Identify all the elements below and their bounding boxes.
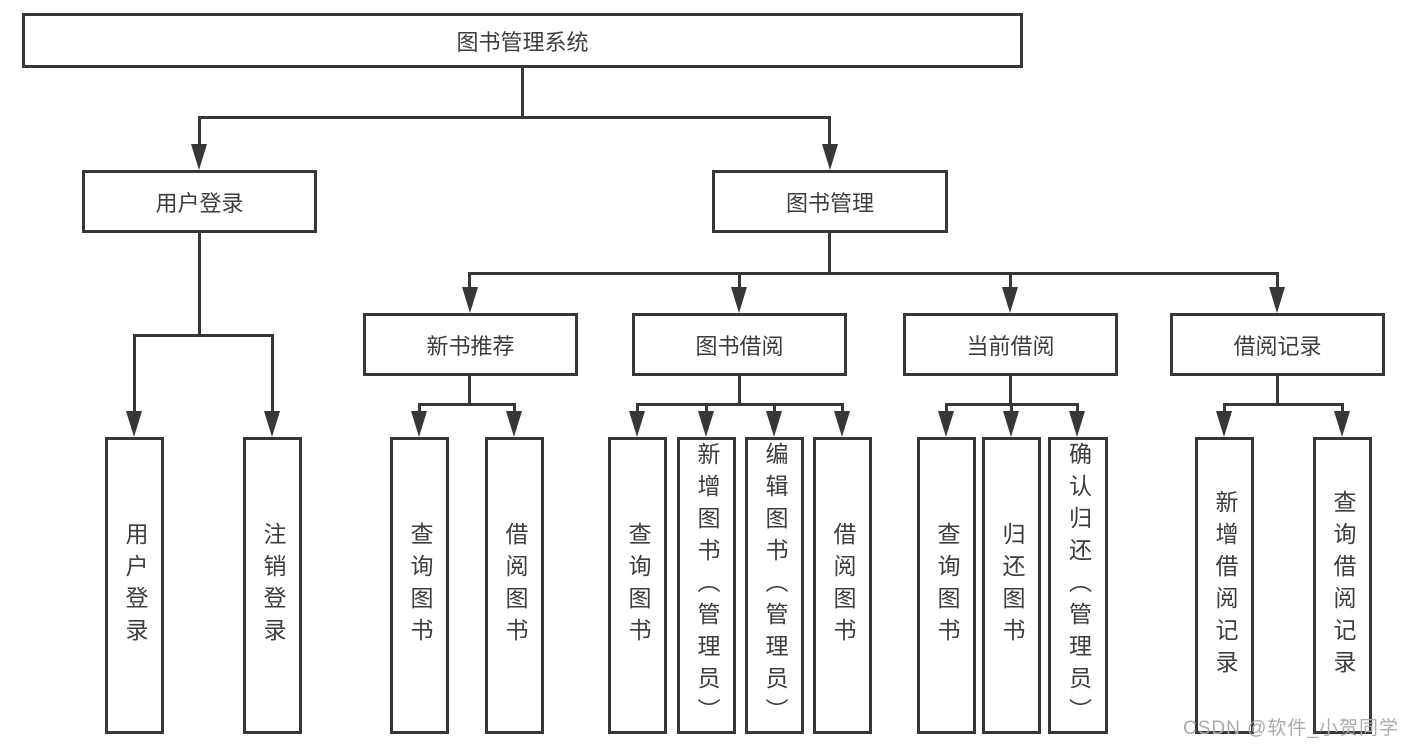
leaf-confirm-return-admin: 确认归还（管理员） (1048, 437, 1108, 734)
node-book-borrow: 图书借阅 (632, 313, 847, 376)
node-book-management: 图书管理 (712, 170, 948, 233)
arrow-down-icon (1216, 411, 1232, 437)
arrow-down-icon (766, 411, 782, 437)
leaf-query-borrow-record-label: 查询借阅记录 (1330, 489, 1356, 682)
node-borrow-records: 借阅记录 (1170, 313, 1385, 376)
watermark: CSDN @软件_小贺同学 (1183, 718, 1399, 739)
line (1076, 403, 1079, 412)
leaf-borrow-books-1: 借阅图书 (485, 437, 544, 734)
leaf-confirm-return-admin-label: 确认归还（管理员） (1065, 441, 1092, 730)
line (945, 403, 948, 412)
line (1223, 403, 1344, 406)
arrow-down-icon (1269, 287, 1285, 313)
leaf-logout-label: 注销登录 (260, 521, 286, 650)
node-user-login: 用户登录 (82, 170, 317, 233)
node-root: 图书管理系统 (22, 13, 1023, 68)
arrow-down-icon (834, 411, 850, 437)
leaf-query-books-2-label: 查询图书 (625, 521, 651, 650)
arrow-down-icon (506, 411, 522, 437)
arrow-down-icon (1334, 411, 1350, 437)
leaf-query-borrow-record: 查询借阅记录 (1313, 437, 1372, 734)
line (198, 116, 831, 119)
arrow-down-icon (731, 287, 747, 313)
arrow-down-icon (126, 411, 142, 437)
leaf-add-books-admin-label: 新增图书（管理员） (694, 441, 720, 730)
line (705, 403, 708, 412)
line (1009, 272, 1012, 288)
line (133, 334, 136, 412)
arrow-down-icon (191, 144, 207, 170)
line (133, 334, 274, 337)
line (773, 403, 776, 412)
line (513, 403, 516, 412)
leaf-query-books-3: 查询图书 (917, 437, 976, 734)
line (1009, 376, 1012, 405)
line (1010, 403, 1013, 412)
leaf-add-books-admin: 新增图书（管理员） (677, 437, 736, 734)
node-new-book-recommend-label: 新书推荐 (426, 333, 515, 359)
leaf-query-books-1-label: 查询图书 (407, 521, 433, 650)
arrow-down-icon (1069, 411, 1085, 437)
line (418, 403, 516, 406)
node-new-book-recommend: 新书推荐 (363, 313, 578, 376)
node-book-management-label: 图书管理 (785, 190, 874, 216)
arrow-down-icon (264, 411, 280, 437)
node-current-borrow: 当前借阅 (903, 313, 1118, 376)
line (468, 376, 471, 405)
line (636, 403, 844, 406)
leaf-return-books-label: 归还图书 (999, 521, 1025, 650)
node-book-borrow-label: 图书借阅 (695, 333, 784, 359)
arrow-down-icon (411, 411, 427, 437)
line (468, 272, 471, 288)
line (828, 116, 831, 145)
arrow-down-icon (822, 144, 838, 170)
line (828, 233, 831, 274)
leaf-query-books-2: 查询图书 (608, 437, 667, 734)
leaf-borrow-books-2: 借阅图书 (813, 437, 872, 734)
line (841, 403, 844, 412)
line (198, 233, 201, 336)
node-borrow-records-label: 借阅记录 (1233, 333, 1322, 359)
arrow-down-icon (1002, 287, 1018, 313)
leaf-query-books-3-label: 查询图书 (934, 521, 960, 650)
leaf-query-books-1: 查询图书 (390, 437, 449, 734)
line (738, 272, 741, 288)
line (1276, 272, 1279, 288)
leaf-add-borrow-record-label: 新增借阅记录 (1212, 489, 1238, 682)
leaf-user-login-label: 用户登录 (122, 521, 148, 650)
node-current-borrow-label: 当前借阅 (966, 333, 1055, 359)
leaf-return-books: 归还图书 (982, 437, 1041, 734)
leaf-add-borrow-record: 新增借阅记录 (1195, 437, 1254, 734)
line (521, 68, 524, 118)
arrow-down-icon (698, 411, 714, 437)
line (271, 334, 274, 412)
leaf-logout: 注销登录 (243, 437, 302, 734)
leaf-edit-books-admin-label: 编辑图书（管理员） (762, 441, 788, 730)
leaf-borrow-books-2-label: 借阅图书 (830, 521, 856, 650)
arrow-down-icon (1003, 411, 1019, 437)
line (1341, 403, 1344, 412)
arrow-down-icon (938, 411, 954, 437)
arrow-down-icon (629, 411, 645, 437)
node-root-label: 图书管理系统 (456, 29, 589, 55)
line (636, 403, 639, 412)
line (1223, 403, 1226, 412)
line (418, 403, 421, 412)
leaf-user-login: 用户登录 (105, 437, 164, 734)
leaf-borrow-books-1-label: 借阅图书 (502, 521, 528, 650)
arrow-down-icon (462, 287, 478, 313)
node-user-login-label: 用户登录 (155, 190, 244, 216)
leaf-edit-books-admin: 编辑图书（管理员） (745, 437, 804, 734)
line (468, 272, 1279, 275)
line (1276, 376, 1279, 405)
line (738, 376, 741, 405)
line (198, 116, 201, 145)
